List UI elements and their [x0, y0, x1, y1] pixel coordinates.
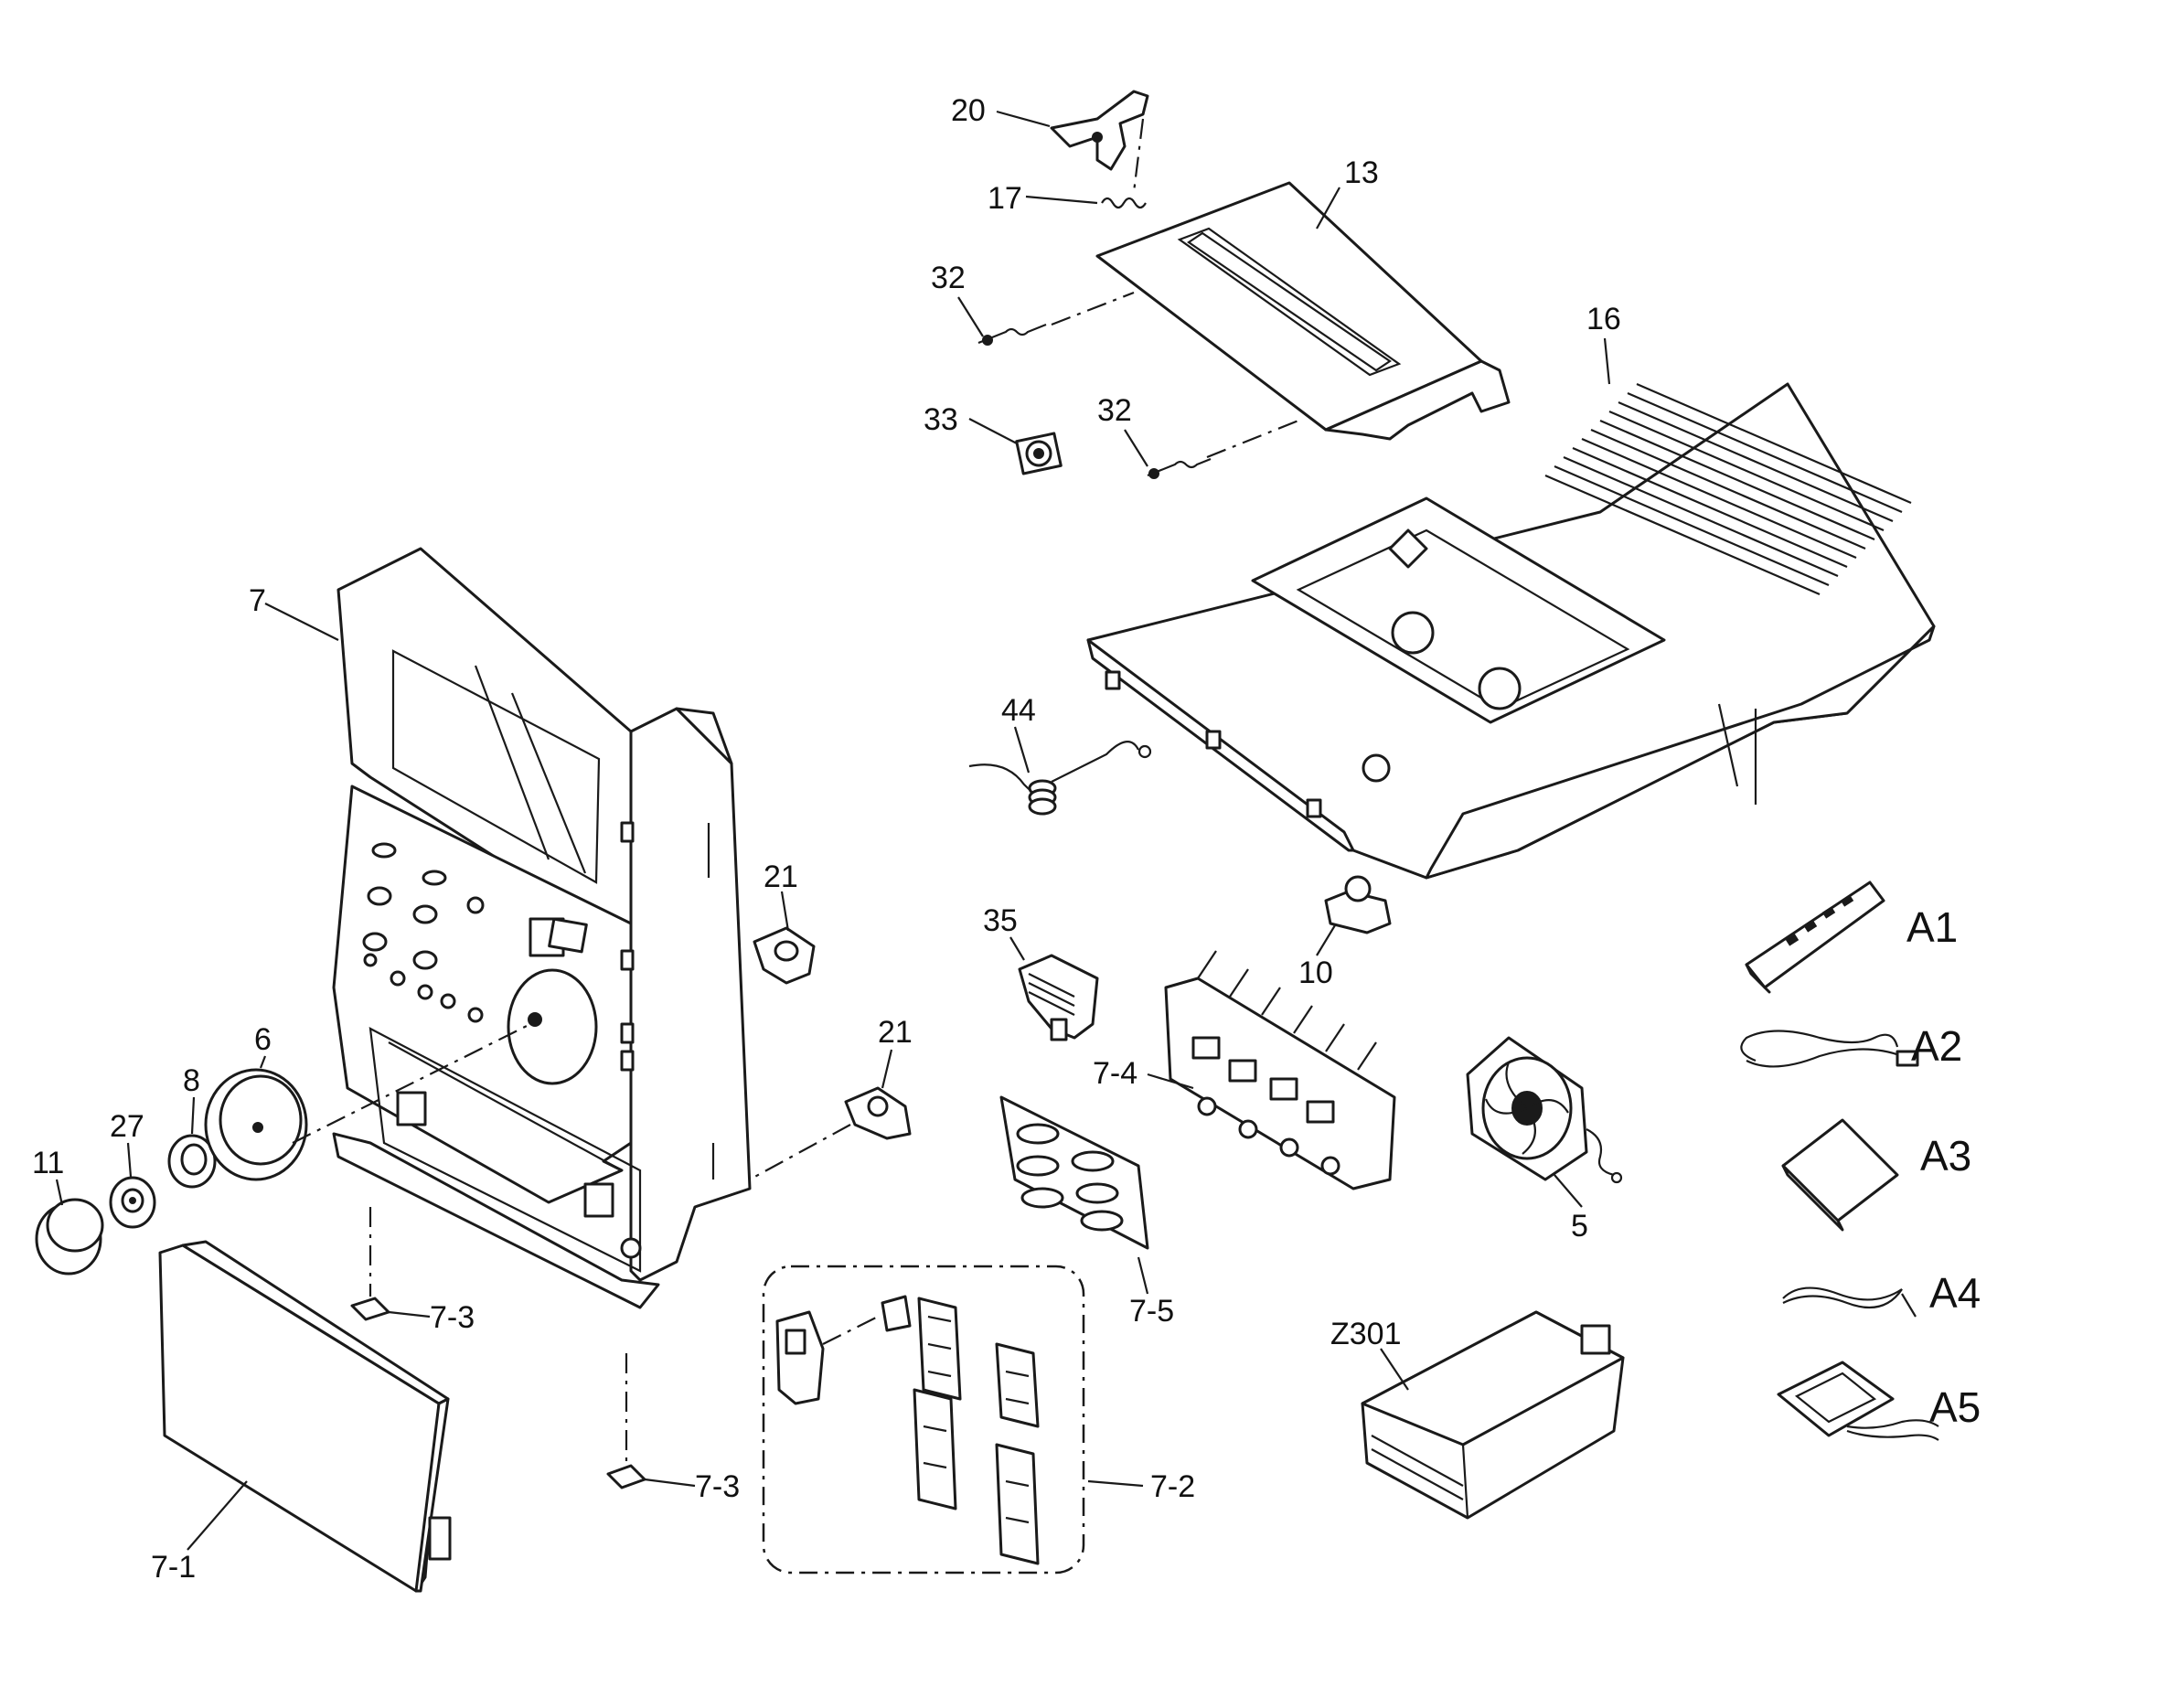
spring-32-lower: [1147, 419, 1299, 479]
callout-8: 8: [183, 1063, 200, 1098]
callout-a2: A2: [1911, 1022, 1962, 1070]
cassette-lid: [1095, 181, 1511, 441]
callout-a3: A3: [1920, 1132, 1971, 1180]
callout-a1: A1: [1906, 903, 1958, 951]
power-cord-a2: [1740, 1030, 1919, 1068]
top-cabinet: [1086, 382, 1936, 880]
callout-35: 35: [983, 903, 1018, 938]
switch-10: [1324, 875, 1392, 934]
mechanism-z301: [1361, 1310, 1625, 1520]
gear-33: [1015, 432, 1063, 475]
callout-32-lower: 32: [1097, 393, 1132, 428]
callout-z301: Z301: [1330, 1317, 1402, 1351]
callout-7-5: 7-5: [1129, 1294, 1174, 1329]
callout-7-4: 7-4: [1093, 1056, 1137, 1091]
lever-20: [1050, 90, 1149, 171]
callout-16: 16: [1586, 302, 1621, 336]
fan-5: [1466, 1036, 1623, 1184]
callout-7-2: 7-2: [1150, 1469, 1195, 1504]
callout-27: 27: [110, 1109, 144, 1144]
callout-labels: 20 17 13 32 32 33 16 7 44 21 21 35 10 A1…: [32, 93, 1981, 1585]
foot-7-3-upper: [350, 1207, 390, 1321]
knob-11: [35, 1198, 104, 1276]
callout-21-lower: 21: [878, 1015, 913, 1050]
holder-21-lower: [749, 1086, 912, 1180]
am-loop-antenna-a5: [1777, 1361, 1939, 1441]
callout-a5: A5: [1929, 1383, 1981, 1431]
board-7-5: [999, 1095, 1149, 1250]
holder-21-upper: [753, 926, 816, 985]
callout-6: 6: [254, 1022, 272, 1057]
callout-7: 7: [249, 583, 266, 618]
callout-7-3-upper: 7-3: [430, 1300, 475, 1335]
callout-11: 11: [32, 1146, 64, 1180]
foot-7-3-lower: [606, 1353, 646, 1489]
front-panel: [332, 547, 752, 1309]
spring-44: [968, 741, 1152, 816]
spring-17: [1101, 118, 1147, 209]
manual-a3: [1781, 1118, 1899, 1232]
callout-44: 44: [1001, 693, 1036, 728]
callout-5: 5: [1571, 1209, 1588, 1244]
jack-35: [1018, 954, 1099, 1041]
cassette-door-7-1: [158, 1240, 452, 1593]
callout-32-upper: 32: [931, 261, 966, 295]
callout-a4: A4: [1929, 1269, 1981, 1317]
callout-20: 20: [951, 93, 986, 128]
switch-group-7-2: [762, 1265, 1085, 1575]
callout-33: 33: [924, 402, 958, 437]
callout-7-3-lower: 7-3: [695, 1469, 740, 1504]
knob-27: [109, 1176, 156, 1229]
callout-7-1: 7-1: [151, 1550, 196, 1585]
ring-8: [167, 1134, 217, 1189]
callout-17: 17: [988, 181, 1022, 216]
callout-21-upper: 21: [764, 859, 798, 894]
callout-10: 10: [1298, 955, 1333, 990]
callout-13: 13: [1344, 155, 1379, 190]
spring-32-upper: [977, 291, 1135, 346]
remote-control-a1: [1745, 881, 1885, 994]
leader-lines: [55, 110, 1611, 1551]
fm-antenna-a4: [1782, 1286, 1917, 1318]
board-7-4: [1164, 950, 1396, 1190]
dial-6: [204, 1023, 531, 1181]
